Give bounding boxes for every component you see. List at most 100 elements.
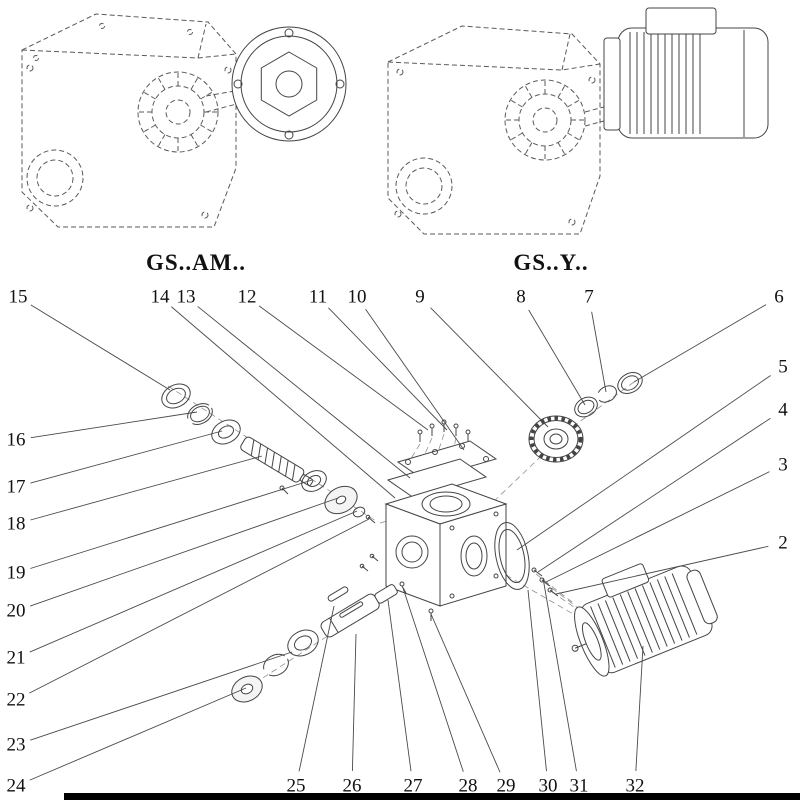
view-gs-am	[21, 13, 347, 228]
callout-27: 27	[403, 775, 423, 797]
shim-washer	[324, 485, 358, 515]
leader-line-12	[258, 305, 429, 431]
gearbox-body-dashed-y	[387, 25, 616, 235]
leader-line-18	[30, 455, 263, 521]
oil-seal	[161, 383, 191, 409]
leader-line-32	[635, 645, 644, 772]
leader-line-17	[30, 430, 223, 484]
callout-32: 32	[625, 775, 645, 797]
worm-gear	[528, 415, 584, 463]
cover-screws	[417, 419, 471, 442]
small-pin	[365, 514, 376, 524]
leader-line-29	[430, 613, 501, 773]
callout-9: 9	[415, 286, 425, 308]
leader-line-8	[528, 309, 586, 406]
callout-10: 10	[347, 286, 367, 308]
housing-screw-front	[399, 581, 407, 594]
callout-11: 11	[308, 286, 328, 308]
callout-28: 28	[458, 775, 478, 797]
leader-line-22	[29, 518, 370, 694]
leader-line-19	[30, 479, 313, 569]
callout-14: 14	[150, 286, 170, 308]
inspection-cover	[396, 440, 498, 481]
end-ring	[617, 372, 643, 394]
callout-12: 12	[237, 286, 257, 308]
callout-20: 20	[6, 600, 26, 622]
motor-mounting-bolts	[531, 567, 559, 597]
leader-line-7	[591, 311, 607, 393]
worm-shaft	[240, 436, 314, 487]
output-flange-am	[231, 26, 347, 142]
callout-7: 7	[584, 286, 594, 308]
output-shaft	[320, 584, 398, 638]
leader-line-4	[537, 417, 771, 573]
callout-5: 5	[778, 356, 788, 378]
small-ring	[352, 506, 366, 518]
housing-screw-lower	[428, 608, 434, 621]
leader-line-2	[555, 545, 769, 595]
output-flange-ring	[494, 522, 530, 590]
leader-line-10	[365, 309, 465, 451]
motor-assembled	[603, 7, 769, 139]
callout-30: 30	[538, 775, 558, 797]
output-bearing	[287, 629, 319, 657]
callout-26: 26	[342, 775, 362, 797]
view-gs-y	[387, 7, 769, 235]
leader-line-15	[30, 304, 171, 391]
exploded-motor	[571, 563, 718, 677]
callout-29: 29	[496, 775, 516, 797]
callout-31: 31	[569, 775, 589, 797]
leader-line-6	[633, 304, 767, 383]
grease-pin	[279, 485, 289, 495]
callout-16: 16	[6, 429, 26, 451]
gear-housing	[384, 483, 508, 607]
model-label-gs-y: GS..Y..	[513, 250, 589, 275]
retaining-ring-input	[187, 403, 213, 425]
callout-8: 8	[516, 286, 526, 308]
callout-17: 17	[6, 476, 26, 498]
callout-24: 24	[6, 775, 26, 797]
gearbox-body-dashed-am	[21, 13, 253, 228]
misc-bolts	[359, 553, 379, 572]
leader-line-30	[527, 589, 547, 772]
callout-18: 18	[6, 513, 26, 535]
leader-line-27	[387, 599, 412, 772]
snap-ring-gear	[597, 385, 617, 403]
leader-line-3	[545, 471, 770, 583]
callout-22: 22	[6, 689, 26, 711]
callout-23: 23	[6, 734, 26, 756]
callout-2: 2	[778, 532, 788, 554]
leader-line-16	[30, 411, 198, 439]
model-label-gs-am: GS..AM..	[146, 250, 246, 275]
leader-line-5	[516, 375, 771, 551]
output-washer	[231, 675, 263, 703]
callout-4: 4	[778, 399, 788, 421]
callout-21: 21	[6, 647, 26, 669]
leader-line-23	[30, 651, 293, 741]
leader-line-25	[298, 605, 335, 772]
leader-line-9	[430, 307, 549, 428]
callout-6: 6	[774, 286, 784, 308]
shaft-key	[327, 586, 349, 602]
leader-line-31	[542, 577, 577, 772]
leader-line-14	[171, 306, 396, 499]
leader-line-13	[197, 306, 411, 479]
leader-line-20	[30, 497, 339, 607]
callout-3: 3	[778, 454, 788, 476]
callout-25: 25	[286, 775, 306, 797]
callout-15: 15	[8, 286, 28, 308]
assembly-axis-lines	[167, 381, 635, 695]
leader-line-21	[29, 510, 358, 653]
exploded-view	[161, 372, 718, 703]
leader-line-24	[29, 687, 247, 781]
bottom-edge-bar	[64, 793, 800, 800]
leader-line-26	[351, 633, 357, 772]
leader-line-28	[402, 587, 464, 772]
callout-13: 13	[176, 286, 196, 308]
leader-line-11	[328, 307, 448, 431]
gear-spacer-ring	[574, 396, 598, 418]
input-bearing-rear	[301, 470, 327, 492]
